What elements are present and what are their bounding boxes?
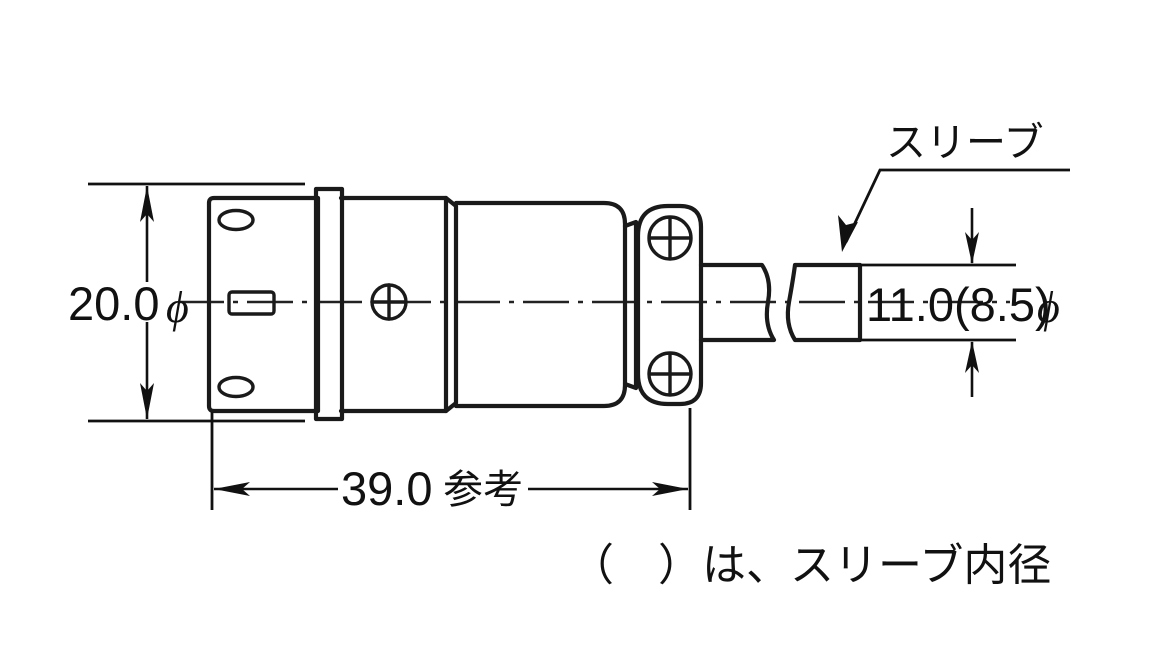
clamp-screw-bottom-circle bbox=[647, 351, 693, 397]
clamp-screw-top bbox=[647, 215, 693, 261]
dimension-20-phi-symbol: ϕ bbox=[166, 283, 189, 332]
arrowhead-11-bottom bbox=[965, 341, 979, 373]
body-screw bbox=[370, 283, 408, 321]
arrowhead-20-top bbox=[140, 186, 154, 222]
arrowhead-39-right bbox=[652, 482, 688, 496]
dimension-20-group: 20.0 ϕ bbox=[68, 182, 305, 423]
arrowhead-39-left bbox=[214, 482, 250, 496]
cable-clamp bbox=[635, 203, 704, 407]
clamp-screw-top-circle bbox=[647, 215, 693, 261]
sleeve-callout-group: スリーブ bbox=[838, 120, 1070, 252]
dimension-11-value: 11.0(8.5) bbox=[866, 278, 1051, 331]
dimension-20-value: 20.0 bbox=[68, 277, 159, 330]
dimension-39-note: 参考 bbox=[443, 467, 523, 513]
center-slot bbox=[227, 290, 276, 316]
sleeve-leader-line bbox=[844, 168, 1070, 243]
mid-barrel bbox=[338, 195, 449, 414]
rear-barrel bbox=[453, 200, 628, 409]
dimension-39-group: 39.0 参考 bbox=[210, 408, 692, 515]
sleeve-leader-arrowhead bbox=[838, 215, 858, 252]
arrowhead-20-bottom bbox=[140, 383, 154, 419]
flange-body bbox=[206, 195, 321, 414]
sleeve-outline bbox=[785, 262, 863, 343]
dimension-11-group: 11.0(8.5) ϕ bbox=[860, 208, 1060, 397]
bottom-note-group: （ ）は、スリーブ内径 bbox=[570, 540, 1051, 591]
arrowhead-11-top bbox=[965, 232, 979, 264]
cable-part bbox=[698, 262, 777, 343]
oval-hole-top bbox=[217, 208, 255, 232]
collar-rib bbox=[313, 186, 345, 422]
connector-body-group bbox=[206, 186, 863, 422]
clamp-outline bbox=[635, 203, 704, 407]
cable-outline-with-break bbox=[698, 262, 777, 343]
sleeve-part bbox=[785, 262, 863, 343]
dimension-11-phi-symbol: ϕ bbox=[1037, 283, 1060, 332]
barrel-taper-step bbox=[443, 195, 459, 414]
clamp-screw-bottom bbox=[647, 351, 693, 397]
paren-note-text: （ ）は、スリーブ内径 bbox=[570, 540, 1051, 591]
oval-hole-bottom bbox=[217, 375, 255, 399]
dimension-39-value: 39.0 bbox=[341, 462, 432, 515]
sleeve-callout-label: スリーブ bbox=[886, 120, 1044, 166]
